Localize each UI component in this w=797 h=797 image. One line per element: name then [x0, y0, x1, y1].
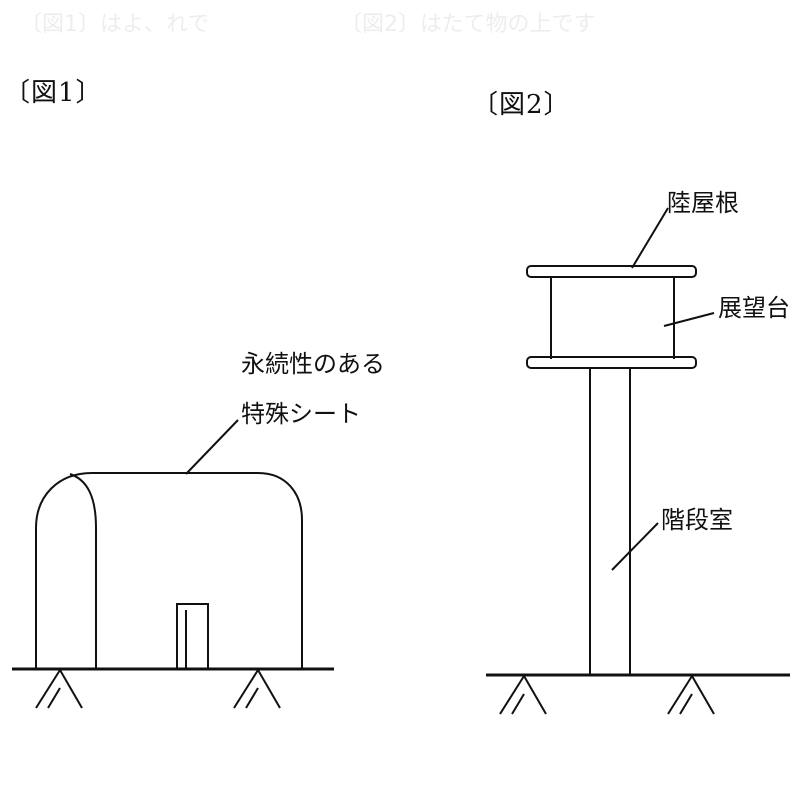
special-sheet-shell — [35, 472, 303, 669]
figure-2-drawing — [486, 207, 790, 715]
ground-hatch-right-1 — [233, 669, 281, 709]
label-flat-roof: 陸屋根 — [667, 189, 739, 217]
ground-hatch-left-2 — [499, 675, 547, 715]
figure-1-label-line-1: 永続性のある — [241, 350, 385, 378]
deck-leader-line — [663, 312, 715, 327]
door — [176, 603, 209, 670]
ground-hatch-left-1 — [35, 669, 83, 709]
bleedthrough-text-left: 〔図1〕はよ、れで — [20, 12, 210, 37]
figure-1-title: 〔図1〕 — [4, 78, 103, 108]
figure-2-title: 〔図2〕 — [472, 90, 571, 120]
label-stair-room: 階段室 — [661, 506, 733, 534]
stairs-leader-line — [611, 522, 659, 571]
figure-1-label-line-2: 特殊シート — [241, 400, 361, 428]
label-observation-deck: 展望台 — [718, 294, 790, 322]
flat-roof-slab — [526, 265, 697, 278]
roof-leader-line — [631, 207, 669, 269]
figure-1-leader-line — [185, 419, 239, 475]
deck-floor-slab — [526, 356, 697, 369]
bleedthrough-text-right: 〔図2〕はたて物の上です — [340, 12, 596, 37]
special-sheet-front-edge — [69, 473, 97, 669]
figure-1-drawing — [12, 419, 334, 709]
ground-hatch-right-2 — [667, 675, 715, 715]
